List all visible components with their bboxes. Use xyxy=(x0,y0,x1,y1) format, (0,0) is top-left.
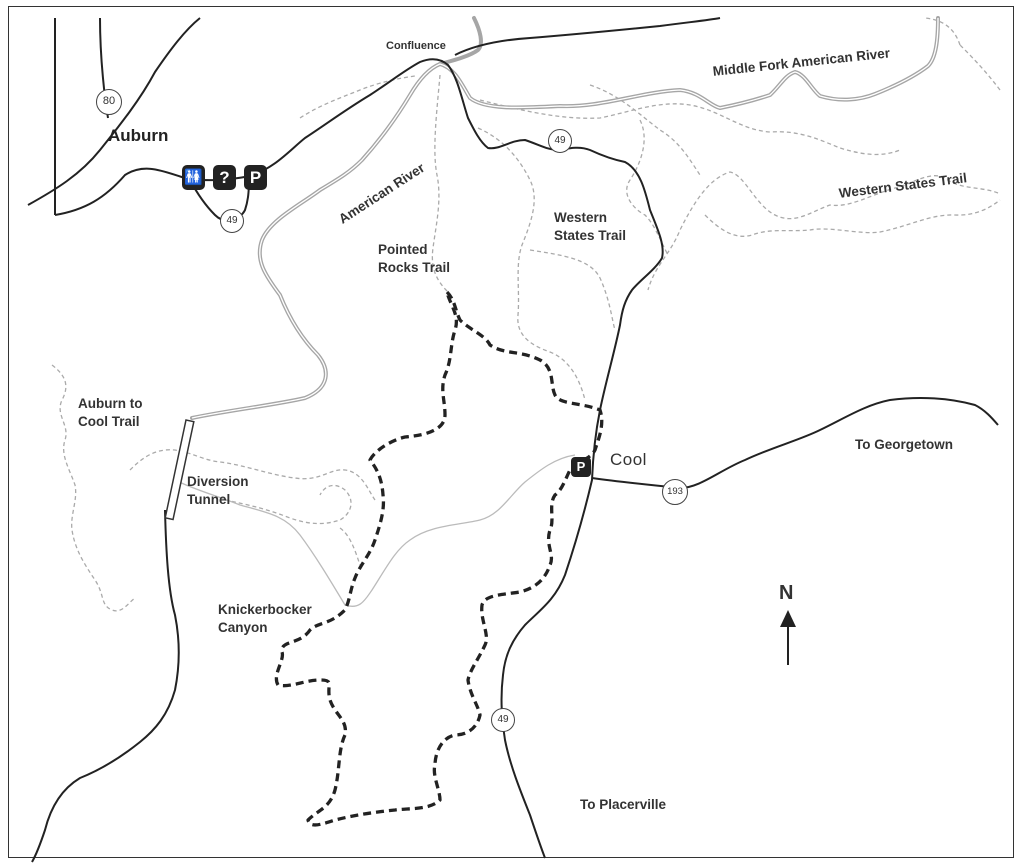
place-cool-label: Cool xyxy=(610,450,647,469)
route-80-shield: 80 xyxy=(96,89,122,115)
trail-knickerbocker-north xyxy=(339,527,361,566)
direction-georgetown-label: To Georgetown xyxy=(855,437,953,452)
feature-knickerbocker-label-1: Knickerbocker xyxy=(218,602,312,617)
place-confluence-label: Confluence xyxy=(386,40,446,52)
feature-diversion-label-1: Diversion xyxy=(187,474,249,489)
parking-auburn-icon: P xyxy=(244,165,267,190)
route-193-shield: 193 xyxy=(662,479,688,505)
information-icon: ? xyxy=(213,165,236,190)
road-auburn-49 xyxy=(54,58,664,859)
trail-western-states-mid-label-1: Western xyxy=(554,210,608,225)
trail-western-states-mid xyxy=(704,199,1001,237)
trail-western-states-east-branch xyxy=(529,249,616,331)
route-49-north-shield: 49 xyxy=(548,129,572,153)
trail-western-states-north xyxy=(924,17,1001,91)
direction-placerville-label: To Placerville xyxy=(580,797,667,812)
route-49-south-shield: 49 xyxy=(491,708,515,732)
trail-western-states-south xyxy=(477,127,586,401)
trail-hills-ne xyxy=(589,84,701,176)
feature-knickerbocker-label-2: Canyon xyxy=(218,620,268,635)
trail-diversion-loop xyxy=(224,484,352,525)
trail-auburn-cool-label-2: Cool Trail xyxy=(78,414,140,429)
trail-pointed-rocks-label-2: Rocks Trail xyxy=(378,260,451,275)
trail-western-states-east xyxy=(647,171,999,291)
trail-hills-nw xyxy=(299,75,416,119)
road-north-east xyxy=(454,17,721,56)
river-inner-edge xyxy=(191,17,939,419)
restroom-icon: 🚻 xyxy=(182,165,205,190)
trail-auburn-cool-label-1: Auburn to xyxy=(78,396,143,411)
road-auburn-cool xyxy=(31,509,180,863)
north-fork-river-line xyxy=(438,16,483,66)
road-i80 xyxy=(27,17,201,206)
north-arrow-label: N xyxy=(779,582,794,604)
trail-knickerbocker-canyon xyxy=(174,454,576,607)
parking-cool-icon: P xyxy=(571,457,591,477)
feature-diversion-label-2: Tunnel xyxy=(187,492,231,507)
trail-auburn-cool xyxy=(51,364,136,612)
trail-auburn-cool-east xyxy=(129,449,376,501)
route-49-auburn-shield: 49 xyxy=(220,209,244,233)
diversion-tunnel-marker xyxy=(164,419,195,521)
trail-confluence-south xyxy=(431,74,449,293)
trail-pointed-rocks-label-1: Pointed xyxy=(378,242,428,257)
trail-western-states-mid-label-2: States Trail xyxy=(554,228,627,243)
place-auburn-label: Auburn xyxy=(108,126,169,145)
north-arrow-head xyxy=(780,610,796,627)
trail-east-loop xyxy=(626,119,669,256)
